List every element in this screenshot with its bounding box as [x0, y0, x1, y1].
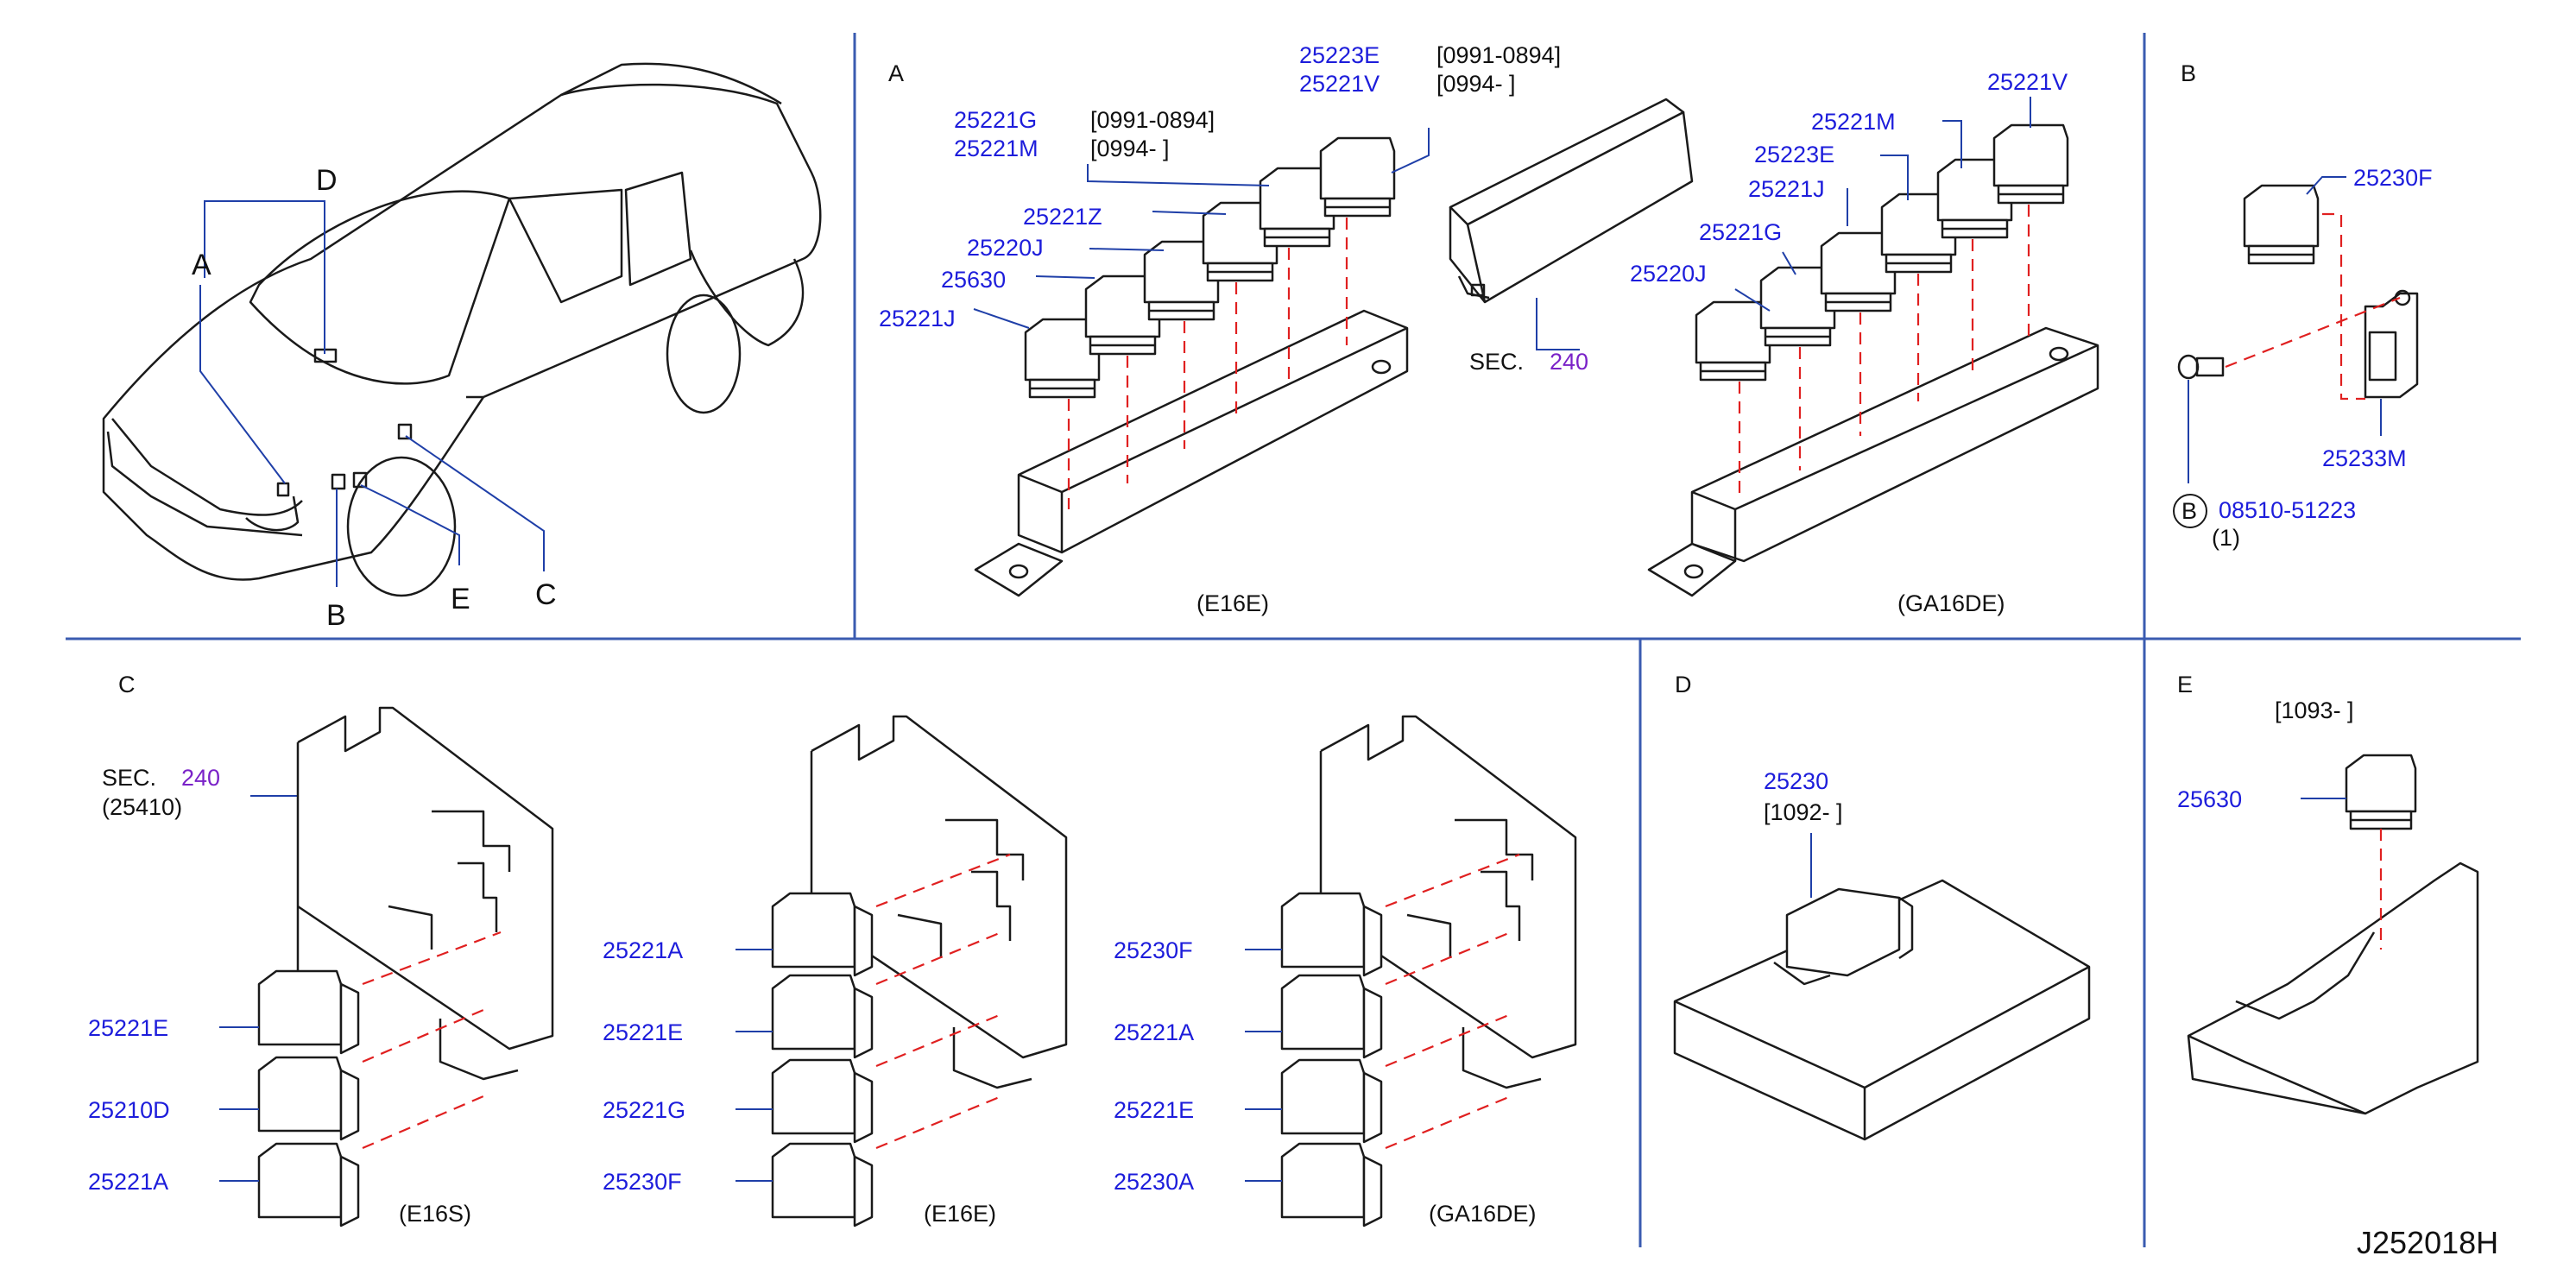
part-a-ga-25223e: 25223E [1754, 142, 1834, 167]
leaders-c-e16e [736, 949, 773, 1182]
panel-label-c: C [118, 672, 136, 697]
relays-e16e [1024, 136, 1396, 399]
fuse-block-ga16de [1319, 715, 1577, 1089]
panel-label-b: B [2181, 60, 2196, 86]
overview-label-d: D [316, 164, 338, 197]
qty-b: (1) [2212, 525, 2240, 551]
overview-label-c: C [535, 578, 557, 611]
part-a-ga-25221g: 25221G [1699, 219, 1782, 245]
part-b-25233m: 25233M [2322, 445, 2407, 471]
leaders-a-ga16de [1734, 97, 2031, 312]
caption-c-e16e: (E16E) [924, 1201, 996, 1227]
relay-box-cover [1449, 98, 1694, 304]
part-c2-1: 25221A [603, 937, 683, 963]
part-c3-2: 25221A [1114, 1019, 1194, 1045]
relays-c-e16e [771, 892, 874, 1227]
part-b-bolt: 08510-51223 [2219, 497, 2356, 523]
overview-label-a: A [192, 249, 212, 281]
relay-dashes-c-e16s [362, 931, 502, 1150]
date-a-3: [0991-0894] [1090, 107, 1215, 133]
circle-b-label: B [2181, 498, 2197, 524]
relay-b-dashes [2225, 212, 2401, 401]
overview-leaders [199, 200, 545, 587]
part-c1-3: 25221A [88, 1169, 168, 1195]
date-a-2: [0994- ] [1436, 71, 1516, 97]
part-a-25221m: 25221M [954, 136, 1039, 161]
relay-dashes-ga16de [1738, 205, 2030, 501]
part-b-25230f: 25230F [2353, 165, 2433, 191]
date-a-1: [0991-0894] [1436, 42, 1561, 68]
leaders-c-ga16de [1245, 949, 1282, 1182]
part-a-ga-25221m: 25221M [1811, 109, 1896, 135]
sec-c-sub: (25410) [102, 794, 182, 820]
leaders-a-e16e [973, 128, 1430, 329]
part-d-25230: 25230 [1764, 768, 1828, 794]
relay-dashes-c-ga16de [1385, 853, 1520, 1150]
part-a-25221g: 25221G [954, 107, 1037, 133]
fuse-block-e16e [810, 715, 1068, 1089]
date-a-4: [0994- ] [1090, 136, 1170, 161]
date-d: [1092- ] [1764, 799, 1843, 825]
part-c3-3: 25221E [1114, 1097, 1194, 1123]
relays-c-e16s [257, 969, 360, 1227]
leader-a-sec [1536, 298, 1580, 350]
caption-c-e16s: (E16S) [399, 1201, 471, 1227]
relay-dashes-c-e16e [875, 853, 1011, 1150]
relay-dashes-e16e [1067, 218, 1348, 509]
sec-c-number: 240 [181, 765, 220, 791]
part-a-ga-25221j: 25221J [1748, 176, 1825, 202]
relays-c-ga16de [1280, 892, 1383, 1227]
part-a-25630: 25630 [941, 267, 1006, 293]
caption-a-e16e: (E16E) [1196, 590, 1269, 616]
relay-bracket-ga16de [1647, 326, 2099, 597]
part-a-25220j: 25220J [967, 235, 1044, 261]
relay-d-drawing [1673, 879, 2091, 1141]
part-c2-3: 25221G [603, 1097, 685, 1123]
part-a-25223e: 25223E [1299, 42, 1380, 68]
part-c3-1: 25230F [1114, 937, 1193, 963]
caption-c-ga16de: (GA16DE) [1429, 1201, 1537, 1227]
part-a-ga-25220j: 25220J [1630, 261, 1707, 287]
part-a-ga-25221v: 25221V [1987, 69, 2068, 95]
part-a-25221z: 25221Z [1023, 204, 1102, 230]
overview-label-b: B [326, 599, 346, 632]
relay-bracket-e16e [974, 309, 1409, 597]
part-a-25221v: 25221V [1299, 71, 1380, 97]
part-c2-4: 25230F [603, 1169, 682, 1195]
relay-b-drawing [2177, 184, 2419, 399]
panel-label-a: A [888, 60, 904, 86]
relays-ga16de [1695, 123, 2069, 382]
part-a-25221j: 25221J [879, 306, 956, 331]
caption-a-ga16de: (GA16DE) [1897, 590, 2005, 616]
overview-label-e: E [451, 583, 470, 615]
part-c2-2: 25221E [603, 1019, 683, 1045]
sec-c-label: SEC. [102, 765, 156, 791]
part-e-25630: 25630 [2177, 786, 2242, 812]
part-c3-4: 25230A [1114, 1169, 1194, 1195]
sec-a-label: SEC. [1469, 349, 1524, 375]
car-overview-drawing [102, 62, 822, 597]
relay-e-drawing [2187, 754, 2479, 1115]
sec-a-number: 240 [1550, 349, 1588, 375]
part-c1-1: 25221E [88, 1015, 168, 1041]
circle-b-icon [2173, 494, 2207, 528]
diagram-code: J252018H [2357, 1225, 2498, 1260]
panel-label-e: E [2177, 672, 2193, 697]
panel-label-d: D [1675, 672, 1692, 697]
leaders-c-e16s [219, 1026, 259, 1182]
leaders-b [2188, 176, 2382, 483]
part-c1-2: 25210D [88, 1097, 170, 1123]
date-e: [1093- ] [2275, 697, 2354, 723]
panel-separators [66, 33, 2521, 1247]
